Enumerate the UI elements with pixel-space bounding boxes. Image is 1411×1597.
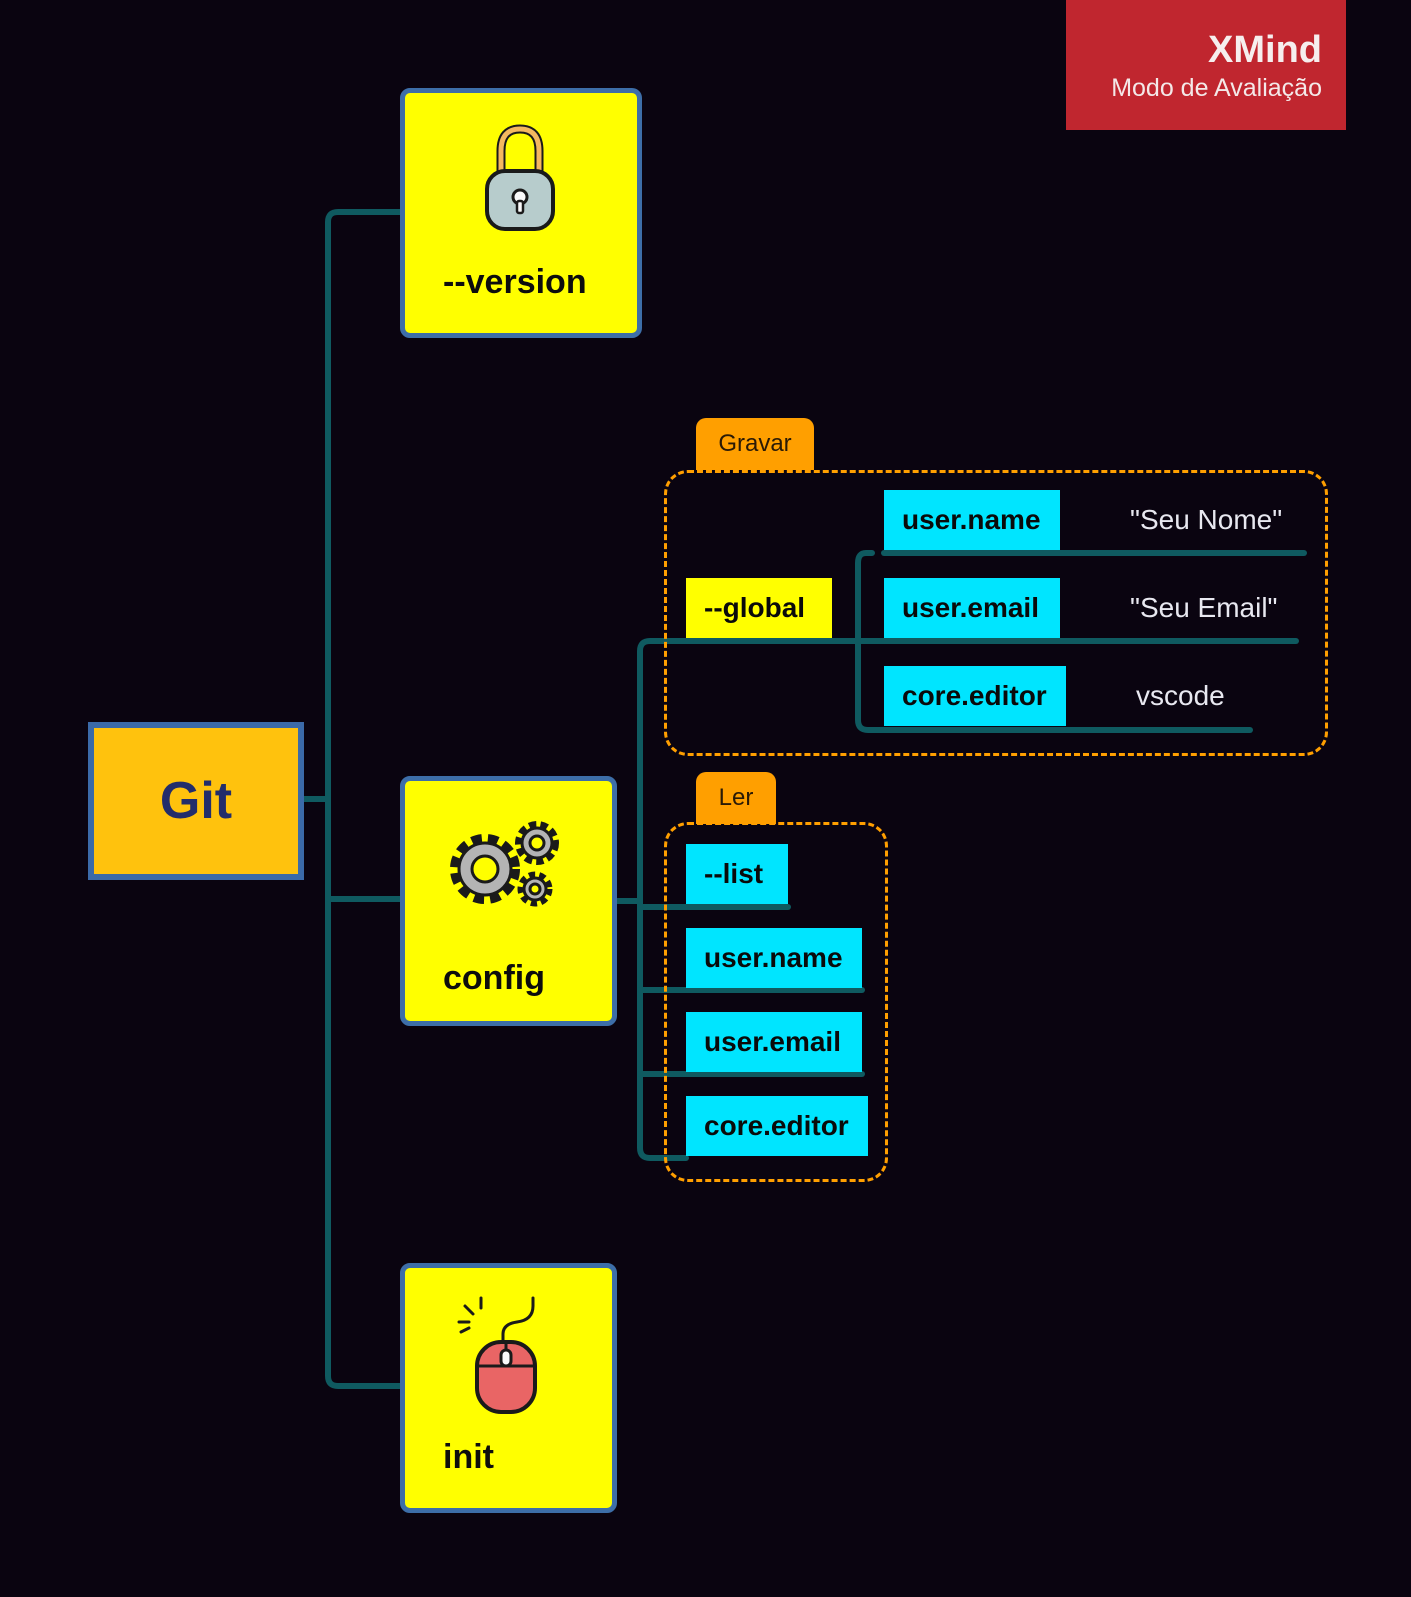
watermark-title: XMind: [1208, 29, 1322, 71]
topic-init-label: init: [443, 1438, 494, 1476]
topic-init[interactable]: init: [400, 1263, 617, 1513]
lock-icon: [485, 124, 555, 231]
node-ler-user-name[interactable]: user.name: [686, 928, 862, 988]
node-gravar-user-email[interactable]: user.email: [884, 578, 1060, 638]
node-list[interactable]: --list: [686, 844, 788, 904]
spine-connector: [325, 209, 403, 1389]
node-gravar-core-editor[interactable]: core.editor: [884, 666, 1066, 726]
global-children-spine: [855, 550, 887, 733]
config-children-spine: [637, 638, 699, 1161]
value-vscode[interactable]: vscode: [1136, 680, 1225, 711]
topic-config[interactable]: config: [400, 776, 617, 1026]
node-gravar-user-name[interactable]: user.name: [884, 490, 1060, 550]
topic-config-label: config: [443, 959, 545, 997]
gears-icon: [450, 821, 559, 907]
evaluation-watermark: XMind Modo de Avaliação: [1066, 0, 1346, 130]
mouse-click-icon: [457, 1296, 537, 1414]
node-ler-user-email[interactable]: user.email: [686, 1012, 862, 1072]
root-topic-label: Git: [159, 772, 233, 830]
value-seu-email[interactable]: "Seu Email": [1130, 592, 1278, 623]
topic-version[interactable]: --version: [400, 88, 642, 338]
node-global[interactable]: --global: [686, 578, 832, 638]
boundary-tag-gravar[interactable]: Gravar: [696, 418, 814, 470]
topic-version-label: --version: [443, 263, 587, 301]
boundary-gravar: [664, 470, 1328, 756]
value-seu-nome[interactable]: "Seu Nome": [1130, 504, 1283, 535]
watermark-subtitle: Modo de Avaliação: [1111, 74, 1322, 102]
root-topic[interactable]: Git: [88, 722, 304, 880]
node-ler-core-editor[interactable]: core.editor: [686, 1096, 868, 1156]
boundary-ler: [664, 822, 888, 1182]
boundary-tag-ler[interactable]: Ler: [696, 772, 776, 824]
